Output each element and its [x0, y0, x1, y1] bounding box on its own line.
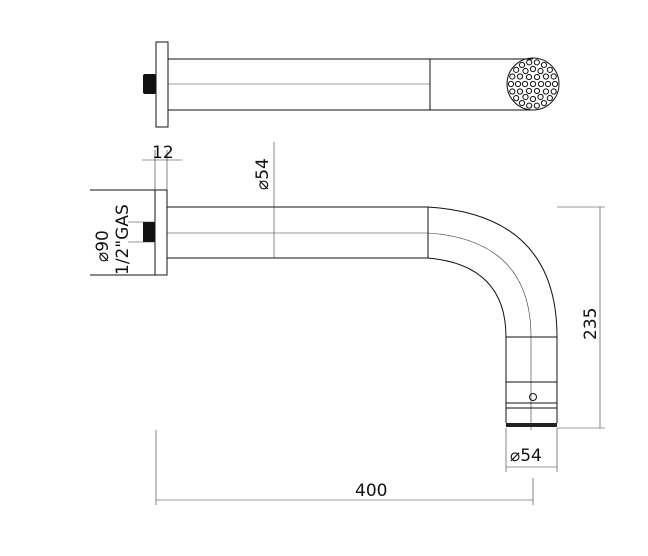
- nozzle: [516, 73, 524, 80]
- nozzle: [509, 88, 516, 95]
- nozzle: [537, 67, 544, 75]
- nozzle: [540, 99, 548, 107]
- top-nut: [143, 74, 156, 94]
- nozzle: [516, 88, 524, 95]
- nozzle: [514, 80, 522, 88]
- top-view: [143, 41, 560, 128]
- nozzle: [546, 95, 553, 102]
- side-nut: [143, 222, 155, 242]
- nozzle: [513, 66, 520, 73]
- nozzle: [537, 80, 545, 88]
- shower-head-face: [506, 423, 557, 427]
- nozzle: [513, 95, 520, 102]
- side-flange: [154, 189, 168, 276]
- nozzle: [529, 95, 537, 103]
- nozzle: [533, 59, 540, 66]
- nozzle: [537, 93, 544, 101]
- nozzle: [551, 80, 559, 88]
- nozzle: [522, 67, 529, 75]
- top-flange: [155, 41, 169, 128]
- nozzle: [540, 61, 548, 69]
- nozzle: [529, 65, 537, 73]
- dim-pipe-diameter: ⌀54: [253, 158, 273, 190]
- nozzle: [509, 73, 516, 80]
- nozzle: [507, 80, 515, 88]
- nozzle: [518, 99, 526, 107]
- dim-flange-diameter: ⌀90: [93, 230, 113, 262]
- nozzle: [542, 88, 550, 95]
- nozzle: [546, 66, 553, 73]
- nozzle: [525, 73, 533, 81]
- nozzle: [521, 80, 529, 88]
- dim-thread: 1/2"GAS: [113, 204, 133, 275]
- dim-projection: 400: [355, 481, 387, 501]
- dimensions: 12 ⌀54 ⌀90 1/2"GAS 235 ⌀54 400: [93, 142, 605, 505]
- nozzle: [550, 73, 557, 80]
- nozzle: [526, 102, 533, 109]
- nozzle: [526, 59, 533, 66]
- nozzle: [518, 61, 526, 69]
- nozzle: [525, 87, 533, 95]
- screw-icon: [529, 393, 537, 401]
- nozzle: [533, 73, 541, 81]
- nozzle: [550, 88, 557, 95]
- dim-drop-height: 235: [581, 308, 601, 340]
- nozzle: [522, 93, 529, 101]
- nozzle: [529, 80, 537, 88]
- nozzle: [533, 102, 540, 109]
- shower-head-nozzles: [506, 57, 560, 111]
- dim-flange-thickness: 12: [152, 143, 174, 163]
- nozzle: [542, 73, 550, 80]
- nozzle: [544, 80, 552, 88]
- nozzle: [533, 87, 541, 95]
- dim-head-diameter: ⌀54: [510, 446, 542, 466]
- side-view: [90, 189, 558, 430]
